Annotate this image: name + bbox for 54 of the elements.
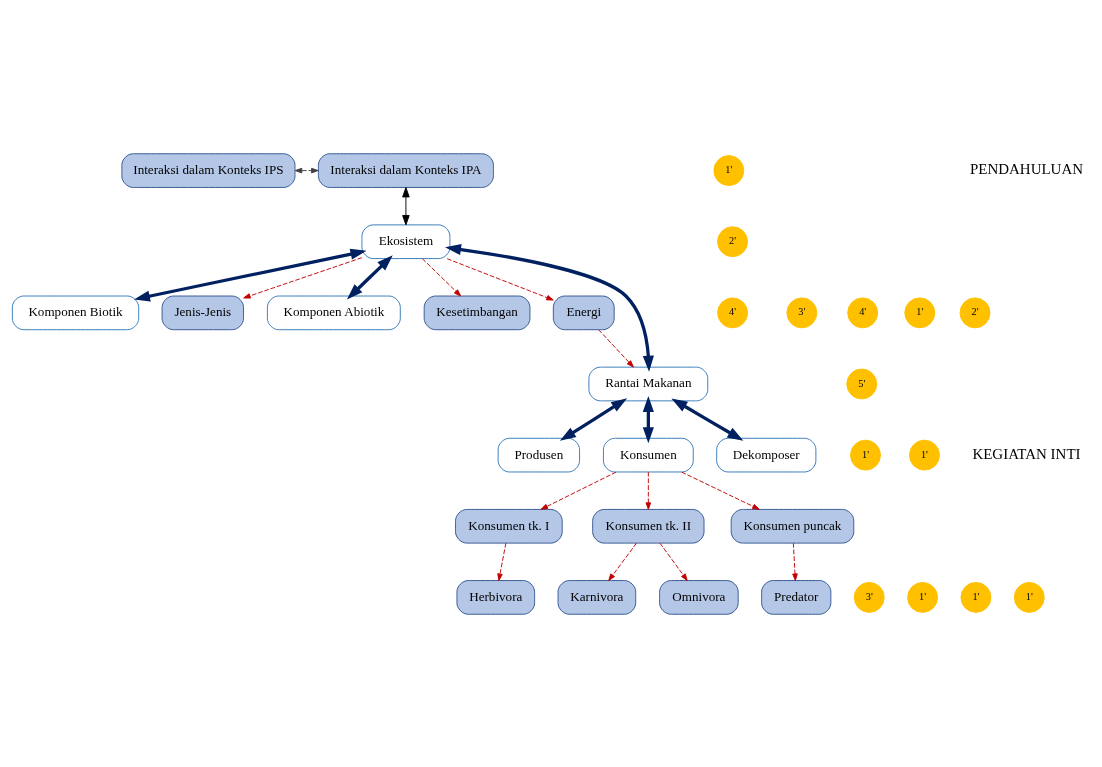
node-box: Predator bbox=[761, 579, 832, 615]
arrow bbox=[792, 542, 798, 581]
arrow bbox=[133, 248, 367, 302]
arrow bbox=[598, 328, 634, 368]
node-box: Rantai Makanan bbox=[588, 366, 709, 401]
node-circle: 3' bbox=[853, 581, 885, 613]
node-circle: 1' bbox=[907, 581, 939, 613]
node-box: Herbivora bbox=[456, 579, 536, 615]
node-circle: 1' bbox=[850, 439, 881, 471]
arrow bbox=[294, 167, 319, 173]
node-circle: 1' bbox=[1013, 581, 1045, 613]
arrow bbox=[445, 243, 654, 372]
arrow bbox=[671, 398, 744, 441]
arrow bbox=[421, 257, 462, 296]
arrow bbox=[645, 471, 652, 510]
node-box: Konsumen tk. II bbox=[592, 508, 705, 544]
arrow bbox=[559, 397, 628, 441]
node-box: Jenis-Jenis bbox=[161, 295, 244, 330]
arrow bbox=[446, 257, 554, 301]
arrow bbox=[346, 254, 393, 299]
arrow bbox=[642, 395, 654, 443]
node-circle: 4' bbox=[717, 296, 749, 328]
node-box: Konsumen puncak bbox=[730, 508, 855, 544]
arrow bbox=[659, 542, 688, 581]
arrow bbox=[540, 471, 617, 510]
node-box: Ekosistem bbox=[361, 223, 451, 259]
label: KEGIATAN INTI bbox=[972, 445, 1081, 462]
node-box: Produsen bbox=[497, 437, 580, 472]
node-box: Konsumen bbox=[602, 437, 694, 472]
arrow bbox=[681, 471, 760, 510]
node-box: Komponen Abiotik bbox=[266, 295, 401, 330]
node-box: Karnivora bbox=[557, 579, 637, 615]
node-circle: 2' bbox=[959, 296, 991, 328]
label: PENDAHULUAN bbox=[969, 160, 1084, 177]
node-circle: 1' bbox=[960, 581, 992, 613]
node-circle: 1' bbox=[713, 154, 745, 186]
arrow bbox=[608, 542, 637, 581]
arrow bbox=[402, 186, 410, 225]
node-circle: 2' bbox=[717, 225, 749, 257]
node-box: Dekomposer bbox=[716, 437, 817, 472]
arrow bbox=[243, 256, 363, 299]
node-box: Interaksi dalam Konteks IPA bbox=[317, 152, 494, 188]
node-circle: 3' bbox=[786, 296, 818, 328]
node-circle: 4' bbox=[847, 296, 879, 328]
node-circle: 1' bbox=[904, 296, 936, 328]
node-box: Omnivora bbox=[659, 579, 739, 615]
node-box: Energi bbox=[552, 295, 615, 330]
node-box: Kesetimbangan bbox=[423, 295, 531, 330]
node-circle: 5' bbox=[846, 368, 878, 399]
node-box: Konsumen tk. I bbox=[455, 508, 563, 544]
node-box: Interaksi dalam Konteks IPS bbox=[121, 152, 296, 188]
node-circle: 1' bbox=[909, 439, 940, 471]
node-box: Komponen Biotik bbox=[11, 295, 140, 330]
arrow bbox=[497, 542, 507, 581]
